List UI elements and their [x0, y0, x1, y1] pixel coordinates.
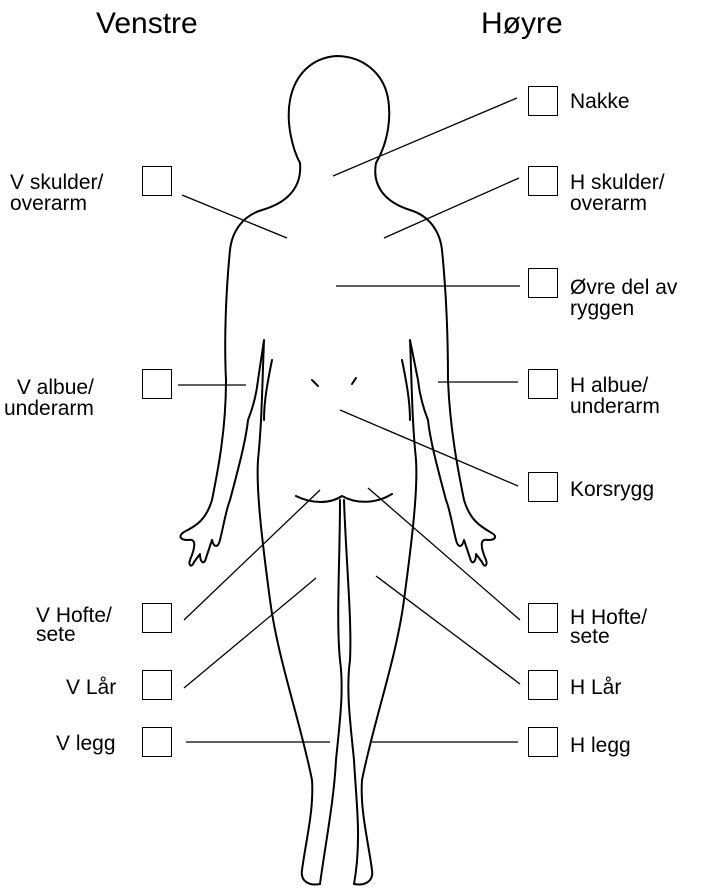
label-v-skulder: V skulder/ overarm	[10, 172, 103, 214]
body-outline	[181, 56, 496, 884]
checkbox-h-skulder[interactable]	[528, 166, 558, 196]
label-nakke: Nakke	[570, 91, 630, 112]
label-h-legg: H legg	[570, 735, 631, 756]
checkbox-h-lar[interactable]	[528, 670, 558, 700]
leader-lines	[178, 98, 520, 742]
checkbox-v-hofte[interactable]	[142, 603, 172, 633]
leader-line-h-hofte	[368, 488, 520, 620]
checkbox-v-albue[interactable]	[142, 369, 172, 399]
checkbox-v-legg[interactable]	[142, 727, 172, 757]
label-h-lar: H Lår	[570, 677, 621, 698]
label-h-albue: H albue/ underarm	[570, 375, 660, 417]
checkbox-h-albue[interactable]	[528, 369, 558, 399]
label-h-skulder: H skulder/ overarm	[570, 172, 665, 214]
leader-line-h-lar	[376, 576, 520, 684]
checkbox-ovre-rygg[interactable]	[528, 268, 558, 298]
label-korsrygg: Korsrygg	[570, 479, 654, 500]
label-v-lar: V Lår	[66, 677, 116, 698]
label-h-hofte: H Hofte/ sete	[570, 607, 647, 645]
label-v-hofte: V Hofte/ sete	[36, 605, 112, 643]
checkbox-korsrygg[interactable]	[528, 472, 558, 502]
leader-line-v-lar	[184, 578, 316, 688]
label-v-legg: V legg	[56, 733, 116, 754]
checkbox-nakke[interactable]	[528, 86, 558, 116]
checkbox-h-legg[interactable]	[528, 727, 558, 757]
checkbox-h-hofte[interactable]	[528, 603, 558, 633]
label-ovre-rygg: Øvre del av ryggen	[570, 277, 677, 319]
label-v-albue: V albue/ underarm	[4, 377, 94, 419]
checkbox-v-skulder[interactable]	[142, 166, 172, 196]
checkbox-v-lar[interactable]	[142, 670, 172, 700]
leader-line-v-hofte	[184, 490, 320, 620]
leader-line-nakke	[333, 98, 517, 176]
